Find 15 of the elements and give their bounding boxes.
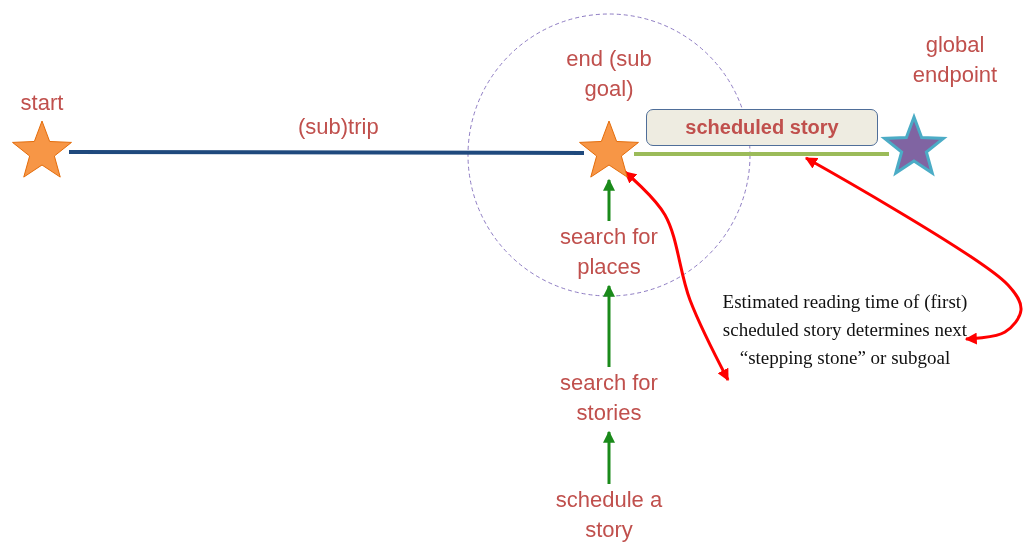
star-label: global endpoint	[911, 31, 999, 89]
route-line	[69, 150, 584, 155]
step-label: schedule a story	[554, 486, 664, 544]
arrow	[603, 430, 615, 484]
star-label: start	[20, 89, 64, 117]
note-text: Estimated reading time of (first) scheduled story determines next “stepping stone” or subgoal	[722, 290, 968, 370]
step-label: search for stories	[559, 369, 659, 427]
story-box: scheduled story	[646, 109, 878, 146]
arrow	[603, 178, 615, 221]
star-label: end (sub goal)	[565, 45, 653, 103]
route-line	[634, 152, 889, 156]
arrow	[624, 170, 730, 382]
arrow	[603, 284, 615, 367]
step-label: search for places	[559, 223, 659, 281]
arrow	[804, 156, 1023, 345]
